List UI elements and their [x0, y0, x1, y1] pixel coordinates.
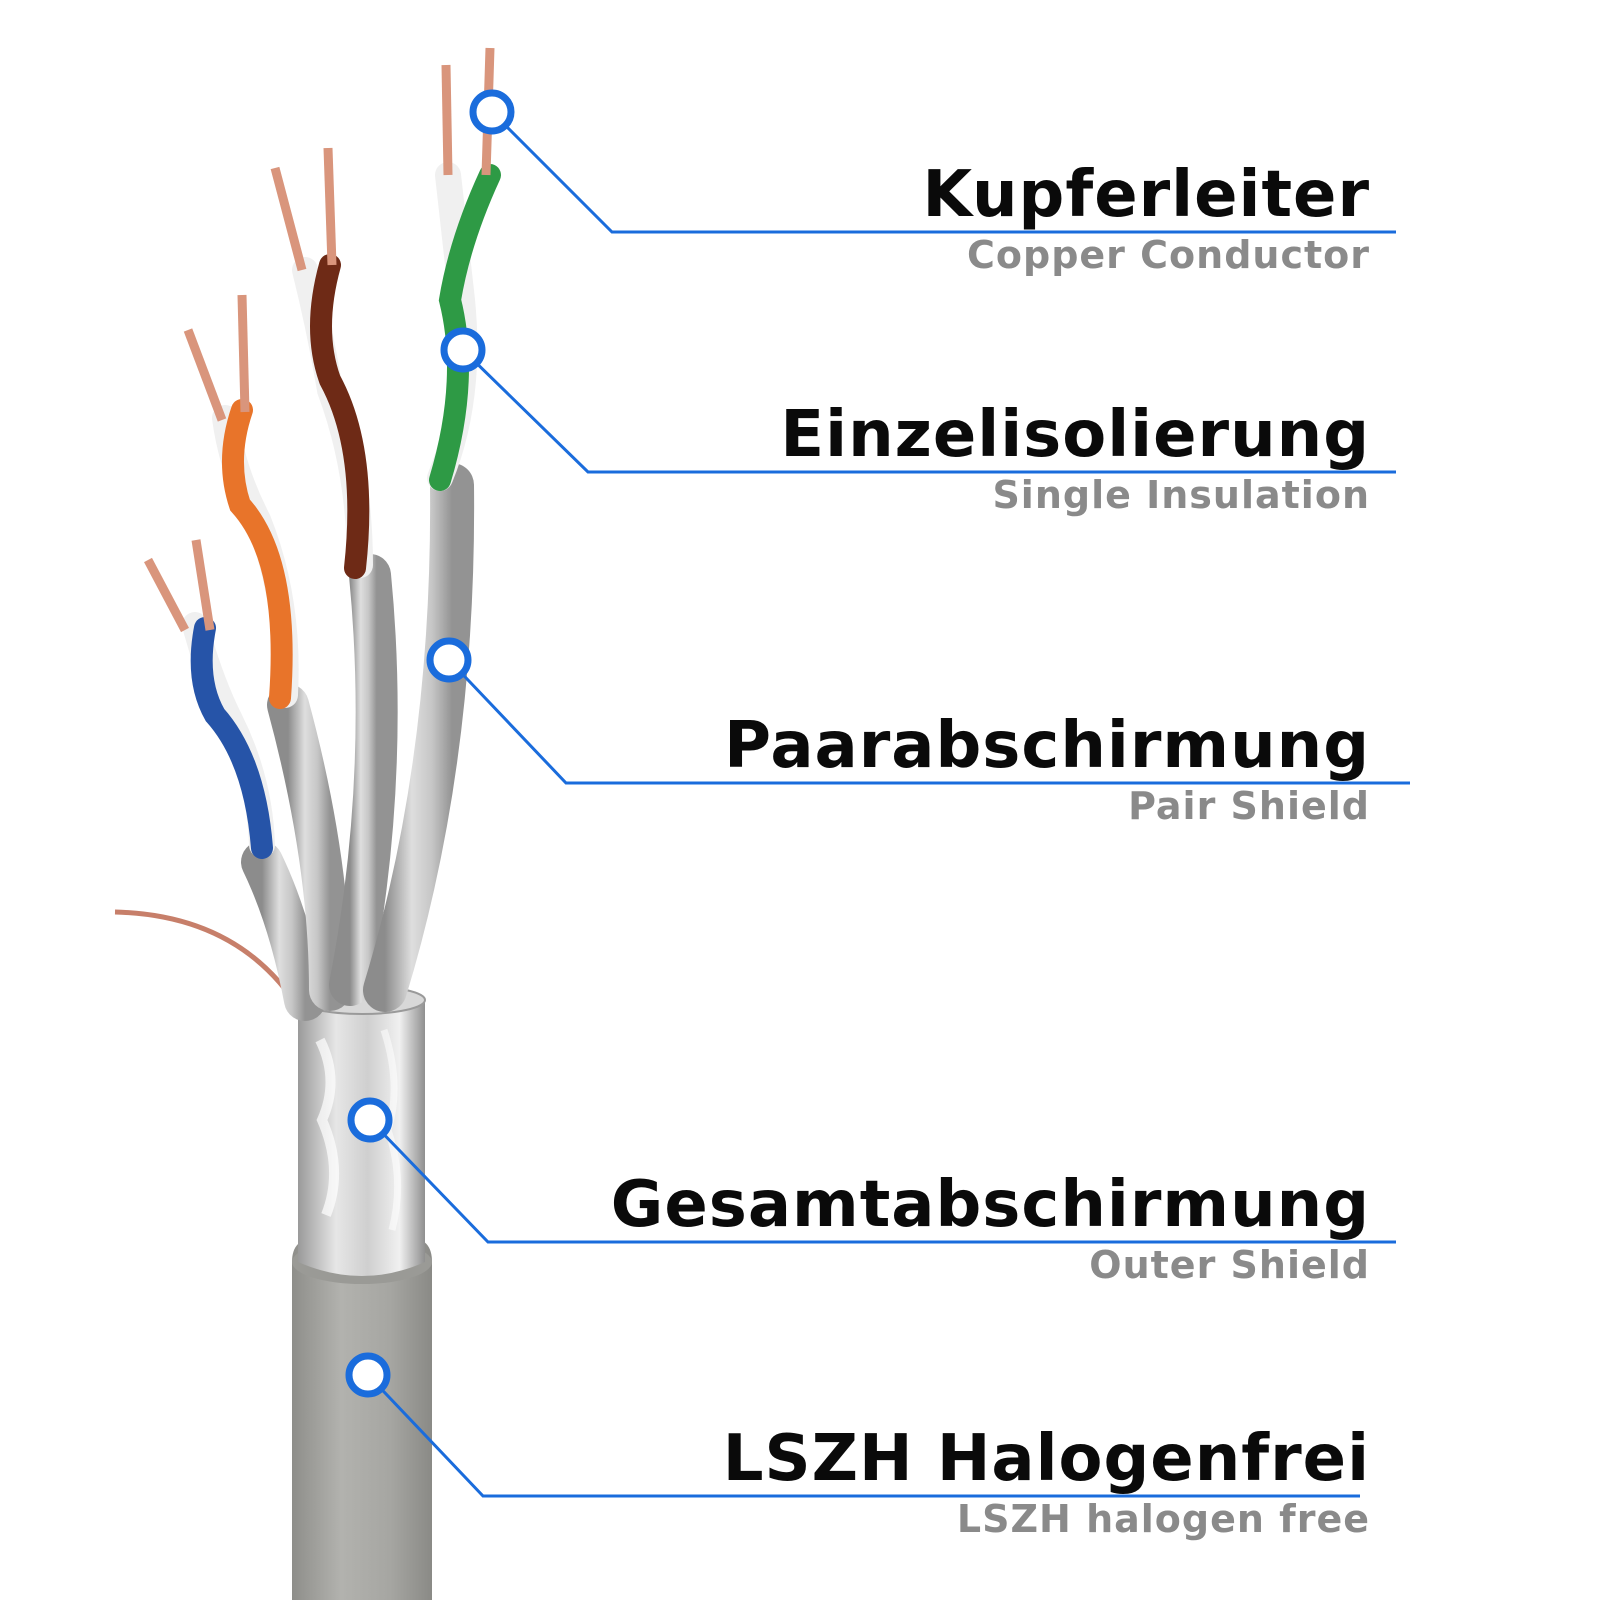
label-pair-shield-de: Paarabschirmung — [724, 709, 1370, 783]
callout-pair-shield — [426, 637, 1410, 785]
label-insulation-de: Einzelisolierung — [780, 398, 1370, 472]
label-pair-shield-en: Pair Shield — [1128, 784, 1370, 828]
orange-pair — [183, 294, 299, 709]
label-copper-en: Copper Conductor — [967, 233, 1370, 277]
blue-pair — [144, 539, 275, 859]
callout-jacket — [345, 1352, 1360, 1498]
callout-copper — [469, 89, 1396, 234]
label-insulation: Einzelisolierung Single Insulation — [780, 400, 1370, 518]
label-copper: Kupferleiter Copper Conductor — [923, 160, 1371, 278]
label-jacket-de: LSZH Halogenfrei — [722, 1422, 1370, 1496]
label-pair-shield: Paarabschirmung Pair Shield — [724, 711, 1370, 829]
brown-pair — [270, 147, 373, 579]
callout-outer-shield — [347, 1097, 1396, 1244]
callout-insulation — [440, 327, 1396, 474]
label-insulation-en: Single Insulation — [992, 473, 1370, 517]
label-outer-shield-en: Outer Shield — [1089, 1243, 1370, 1287]
label-jacket: LSZH Halogenfrei LSZH halogen free — [723, 1424, 1370, 1542]
pair-shields — [241, 463, 475, 1021]
label-outer-shield-de: Gesamtabschirmung — [610, 1168, 1370, 1242]
label-outer-shield: Gesamtabschirmung Outer Shield — [611, 1170, 1370, 1288]
label-jacket-en: LSZH halogen free — [956, 1497, 1370, 1541]
label-copper-de: Kupferleiter — [922, 158, 1370, 232]
